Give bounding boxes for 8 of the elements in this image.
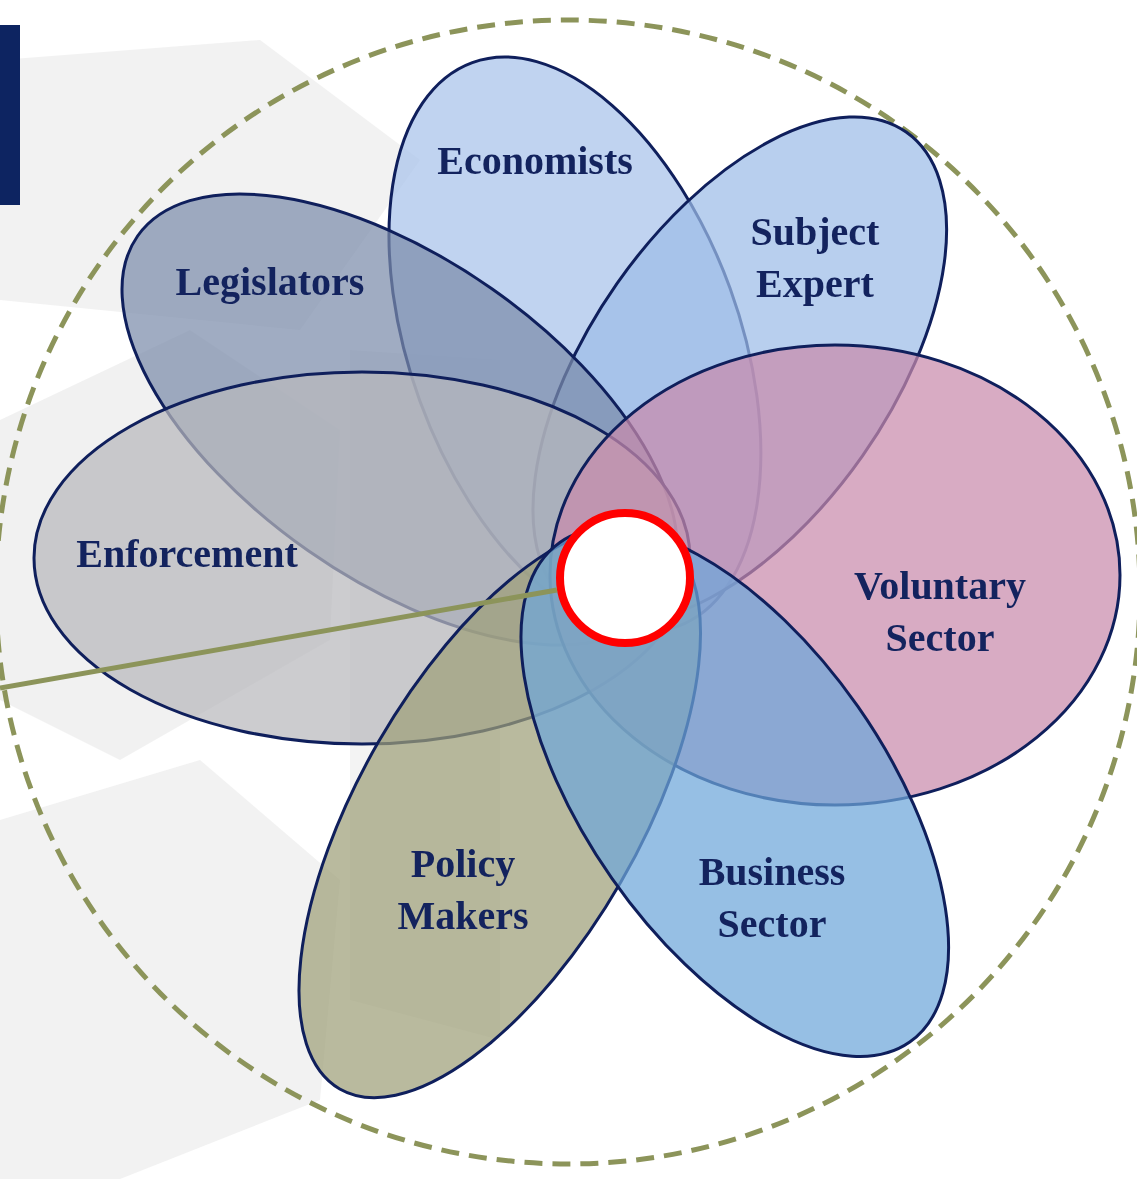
petal-label: Business Sector — [697, 848, 847, 948]
petal-label: Economists — [436, 137, 634, 185]
petal-label: Policy Makers — [396, 840, 530, 940]
petal-label: Voluntary Sector — [853, 562, 1027, 662]
petal-label: Subject Expert — [749, 208, 881, 308]
petal-label: Enforcement — [75, 530, 299, 578]
petal-label: Legislators — [174, 258, 366, 306]
leader-line — [0, 587, 558, 691]
